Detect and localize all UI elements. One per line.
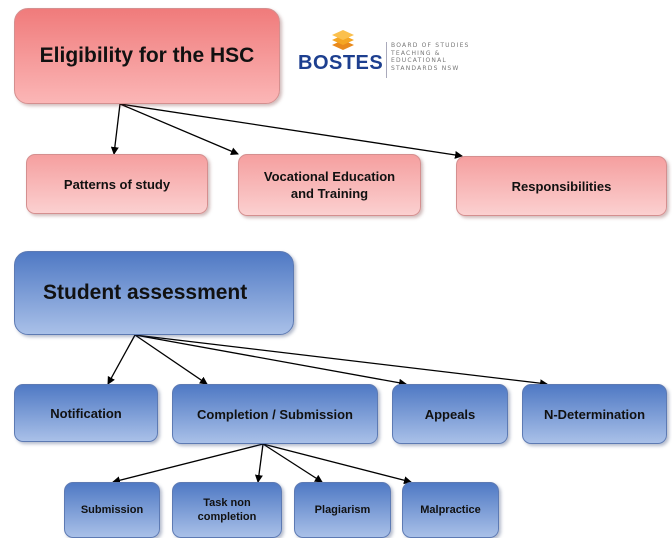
eligibility-title-box: Eligibility for the HSC	[14, 8, 280, 104]
malpractice-box: Malpractice	[402, 482, 499, 538]
logo-divider	[386, 42, 387, 78]
notification-box: Notification	[14, 384, 158, 442]
assessment-title-box: Student assessment	[14, 251, 294, 335]
plagiarism-box: Plagiarism	[294, 482, 391, 538]
arrow-completion-tasknon	[254, 443, 264, 483]
arrow-eligibility-vet	[119, 103, 239, 155]
book-stack-icon	[332, 30, 354, 50]
arrow-completion-plagiarism	[262, 443, 323, 483]
bostes-logo: BOSTES BOARD OF STUDIES TEACHING & EDUCA…	[298, 28, 488, 78]
arrow-eligibility-patterns	[110, 103, 121, 155]
appeals-box: Appeals	[392, 384, 508, 444]
n-determination-label: N-Determination	[543, 406, 646, 422]
arrow-completion-submission	[112, 443, 264, 485]
n-determination-box: N-Determination	[522, 384, 667, 444]
submission-label: Submission	[80, 504, 144, 516]
patterns-of-study-box: Patterns of study	[26, 154, 208, 214]
arrow-completion-malpractice	[262, 443, 412, 485]
vet-label: Vocational Education and Training	[263, 169, 396, 201]
arrow-assessment-notification	[107, 334, 136, 385]
logo-name: BOSTES	[298, 52, 384, 74]
completion-submission-label: Completion / Submission	[196, 406, 353, 422]
arrow-assessment-appeals	[134, 334, 407, 387]
arrow-assessment-completion	[134, 334, 208, 385]
vet-box: Vocational Education and Training	[238, 154, 421, 216]
task-non-completion-label: Task non completion	[197, 497, 257, 523]
eligibility-title: Eligibility for the HSC	[39, 44, 255, 67]
logo-subtitle: BOARD OF STUDIES TEACHING & EDUCATIONAL …	[391, 42, 470, 72]
arrow-assessment-ndetermination	[134, 334, 548, 388]
arrow-eligibility-responsibilities	[119, 103, 463, 159]
appeals-label: Appeals	[424, 406, 476, 422]
plagiarism-label: Plagiarism	[314, 504, 371, 516]
patterns-of-study-label: Patterns of study	[63, 176, 171, 192]
responsibilities-box: Responsibilities	[456, 156, 667, 216]
task-non-completion-box: Task non completion	[172, 482, 282, 538]
submission-box: Submission	[64, 482, 160, 538]
assessment-title: Student assessment	[43, 281, 248, 304]
notification-label: Notification	[50, 405, 122, 421]
responsibilities-label: Responsibilities	[511, 178, 612, 194]
completion-submission-box: Completion / Submission	[172, 384, 378, 444]
malpractice-label: Malpractice	[420, 504, 481, 516]
